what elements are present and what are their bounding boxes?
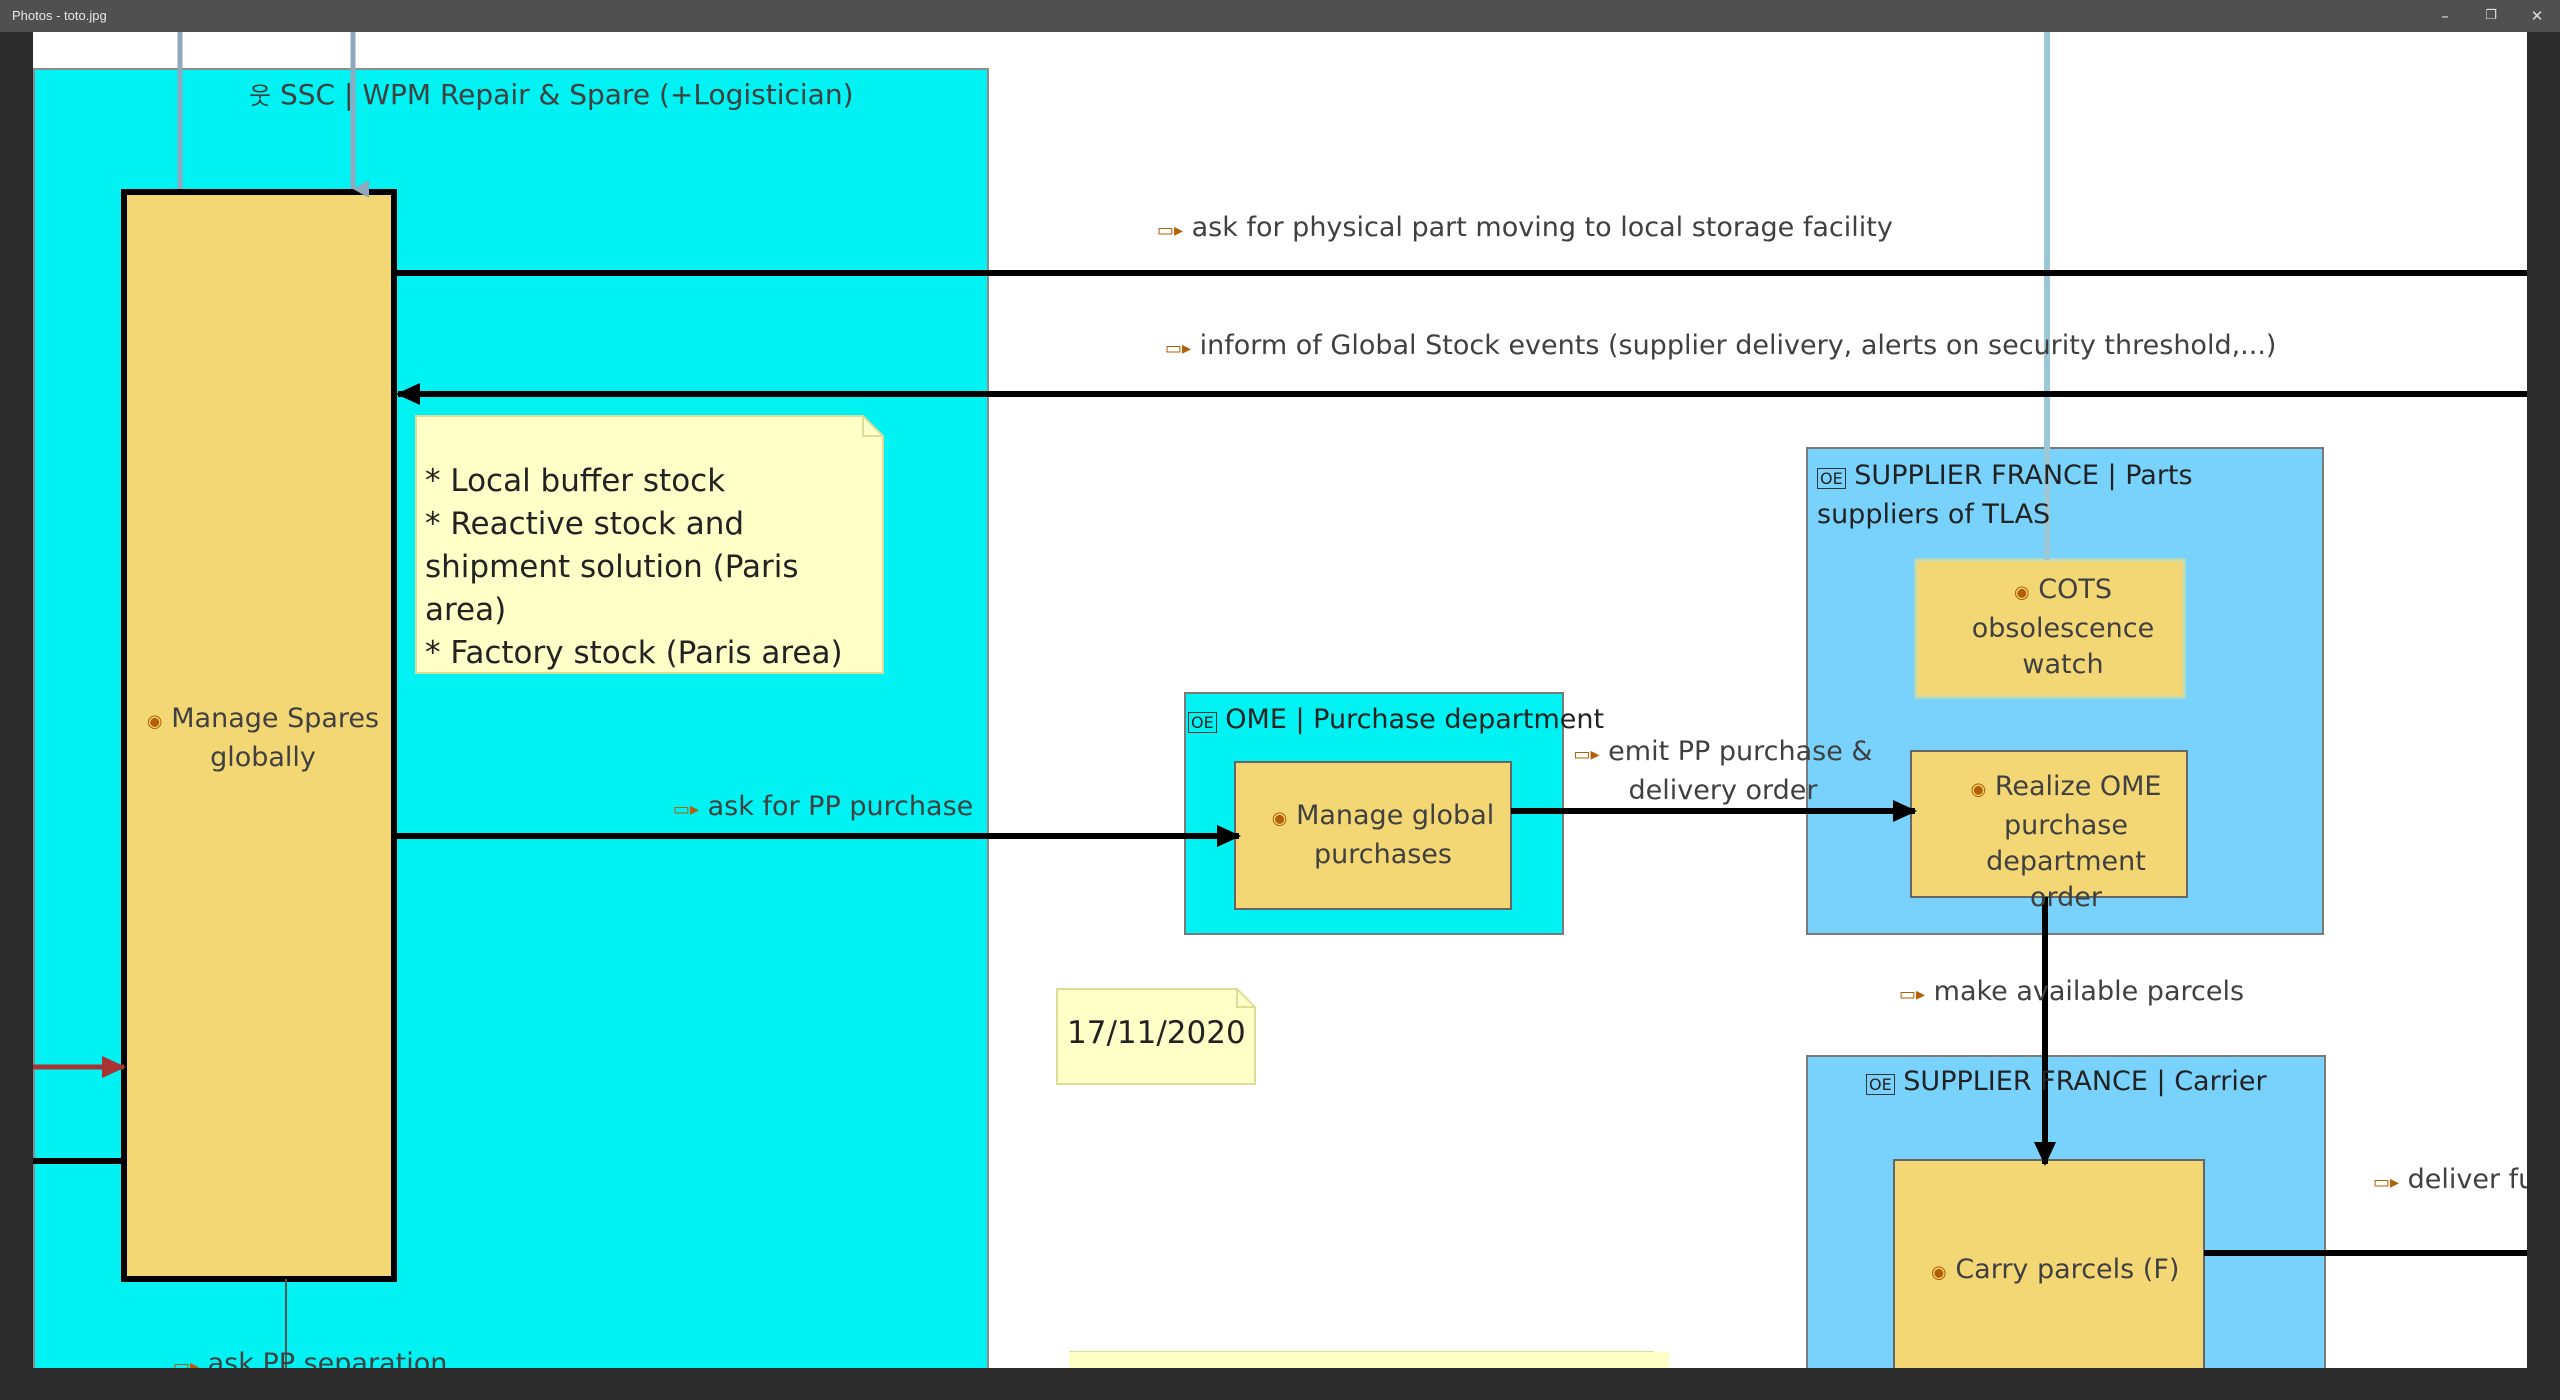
viewer-right-margin xyxy=(2527,32,2560,1368)
cots-box xyxy=(1914,558,2186,699)
exchange-ask-pp-purchase-label: ▭▸ ask for PP purchase xyxy=(673,791,974,822)
note-date-text: 17/11/2020 xyxy=(1067,1015,1246,1051)
photo-canvas[interactable]: 웃 SSC | WPM Repair & Spare (+Logistician… xyxy=(33,32,2527,1368)
manage-global-purchases-label: ◉ Manage global purchases xyxy=(1271,800,1495,870)
actor-icon: 웃 xyxy=(249,82,272,110)
manage-global-purchases-box xyxy=(1234,761,1512,910)
exchange-icon: ▭▸ xyxy=(1165,338,1192,359)
restore-button[interactable]: ❐ xyxy=(2485,8,2497,23)
close-button[interactable]: ✕ xyxy=(2530,7,2544,25)
supplier-carrier-label: OE SUPPLIER FRANCE | Carrier xyxy=(1866,1066,2267,1097)
exchange-ask-physical-label: ▭▸ ask for physical part moving to local… xyxy=(1157,212,1893,243)
window-title: Photos - toto.jpg xyxy=(12,8,107,23)
viewer-left-margin xyxy=(0,32,33,1368)
carry-parcels-box xyxy=(1893,1159,2205,1368)
cots-label: ◉ COTS obsolescence watch xyxy=(1971,574,2155,680)
note-date xyxy=(1056,988,1256,1085)
title-bar: Photos - toto.jpg – ❐ ✕ xyxy=(0,0,2560,32)
function-icon: ◉ xyxy=(2013,582,2030,603)
exchange-deliver-label: ▭▸ deliver fu xyxy=(2373,1164,2527,1195)
exchange-icon: ▭▸ xyxy=(1573,744,1600,765)
function-icon: ◉ xyxy=(1931,1262,1947,1283)
entity-icon: OE xyxy=(1866,1074,1895,1095)
carry-parcels-label: ◉ Carry parcels (F) xyxy=(1931,1254,2180,1285)
entity-icon: OE xyxy=(1817,468,1846,489)
ssc-container-label: 웃 SSC | WPM Repair & Spare (+Logistician… xyxy=(249,78,854,111)
exchange-ask-pp-separation-label: ▭▸ ask PP separation xyxy=(173,1348,447,1368)
viewer-bottom-bar xyxy=(0,1368,2560,1400)
supplier-parts-label: OE SUPPLIER FRANCE | Parts suppliers of … xyxy=(1817,460,2193,530)
exchange-emit-pp-label: ▭▸ emit PP purchase & delivery order xyxy=(1573,736,1873,806)
exchange-icon: ▭▸ xyxy=(173,1356,200,1368)
note-stock xyxy=(415,415,884,674)
note-stock-text: * Local buffer stock * Reactive stock an… xyxy=(425,463,843,671)
exchange-icon: ▭▸ xyxy=(2373,1172,2400,1193)
exchange-inform-global-label: ▭▸ inform of Global Stock events (suppli… xyxy=(1165,330,2277,361)
exchange-icon: ▭▸ xyxy=(1899,984,1926,1005)
function-icon: ◉ xyxy=(1970,779,1987,800)
realize-ome-box xyxy=(1910,750,2188,898)
ome-container-label: OE OME | Purchase department xyxy=(1188,704,1604,735)
function-icon: ◉ xyxy=(1271,808,1288,829)
exchange-make-available-label: ▭▸ make available parcels xyxy=(1899,976,2245,1007)
diagram-drawing xyxy=(33,32,2527,1368)
exchange-icon: ▭▸ xyxy=(673,799,700,820)
realize-ome-label: ◉ Realize OME purchase department order xyxy=(1970,771,2162,913)
manage-spares-box xyxy=(121,189,397,1282)
function-icon: ◉ xyxy=(146,711,163,732)
entity-icon: OE xyxy=(1188,712,1217,733)
minimize-button[interactable]: – xyxy=(2441,7,2449,25)
exchange-icon: ▭▸ xyxy=(1157,220,1184,241)
manage-spares-label: ◉ Manage Spares globally xyxy=(146,703,380,773)
